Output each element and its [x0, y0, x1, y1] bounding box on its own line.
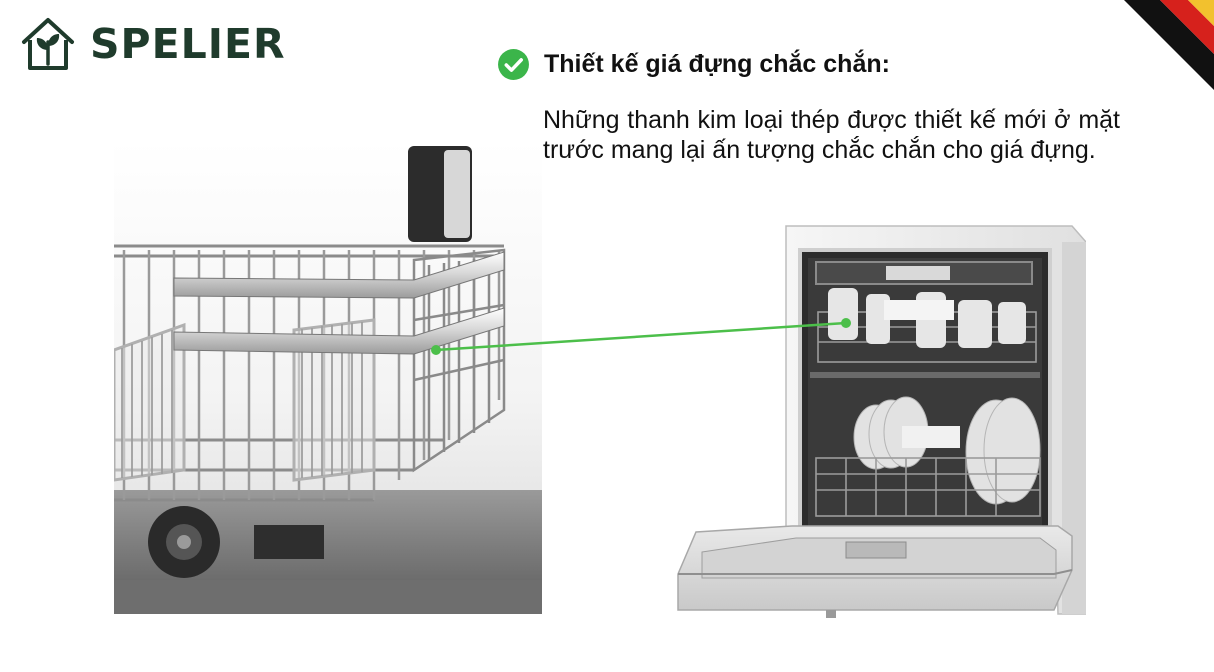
dish-rack-closeup-photo [114, 140, 542, 614]
feature-block: Thiết kế giá đựng chắc chắn: Những thanh… [497, 48, 1127, 165]
feature-heading: Thiết kế giá đựng chắc chắn: [497, 48, 1127, 81]
brand-logo: SPELIER [20, 16, 286, 72]
feature-title: Thiết kế giá đựng chắc chắn: [544, 50, 890, 78]
brand-name: SPELIER [90, 20, 286, 68]
dishwasher-open-door-photo [677, 225, 1086, 618]
check-circle-icon [498, 49, 529, 80]
flag-corner-ribbon [1124, 0, 1214, 90]
feature-description: Những thanh kim loại thép được thiết kế … [543, 106, 1120, 164]
house-plant-icon [22, 18, 74, 70]
